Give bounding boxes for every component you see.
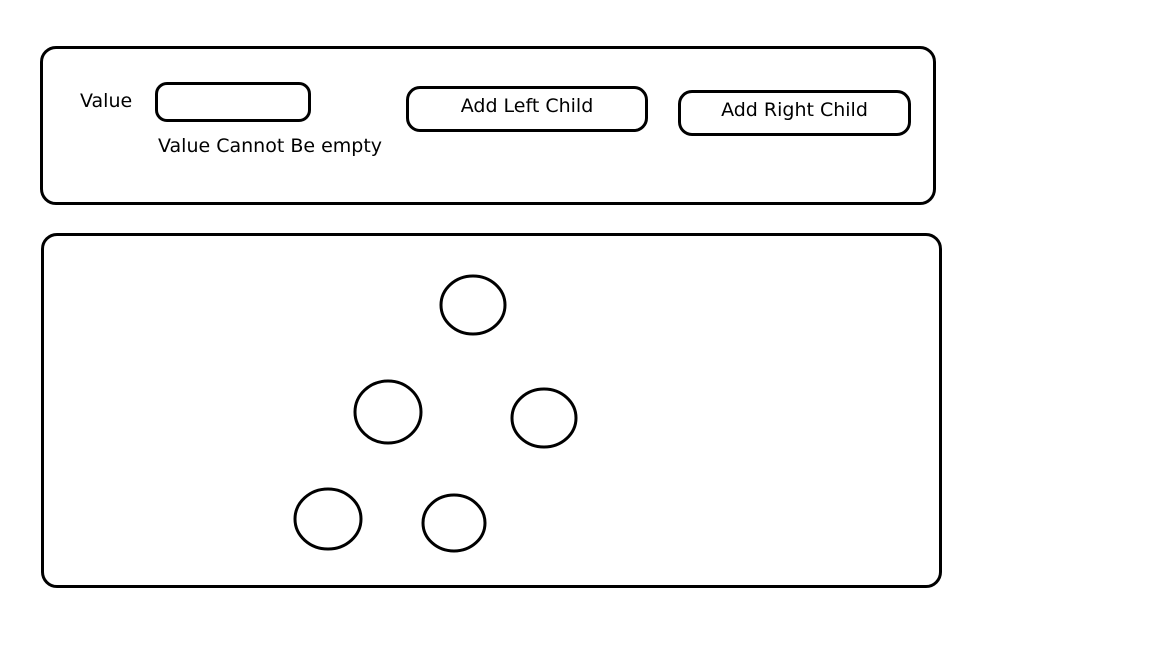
control-panel: Value Value Cannot Be empty Add Left Chi…: [40, 46, 936, 205]
add-right-child-button[interactable]: Add Right Child: [678, 90, 911, 136]
tree-canvas: [41, 233, 942, 588]
tree-node-left-child[interactable]: [353, 379, 423, 445]
tree-node-right-child[interactable]: [510, 387, 578, 449]
tree-diagram: [293, 274, 578, 553]
value-label: Value: [80, 90, 133, 112]
value-input[interactable]: [155, 82, 311, 122]
tree-node-left-right-child[interactable]: [421, 493, 487, 553]
add-left-child-button[interactable]: Add Left Child: [406, 86, 648, 132]
validation-error-message: Value Cannot Be empty: [158, 135, 383, 157]
tree-node-left-left-child[interactable]: [293, 487, 363, 551]
tree-node-root[interactable]: [439, 274, 507, 336]
